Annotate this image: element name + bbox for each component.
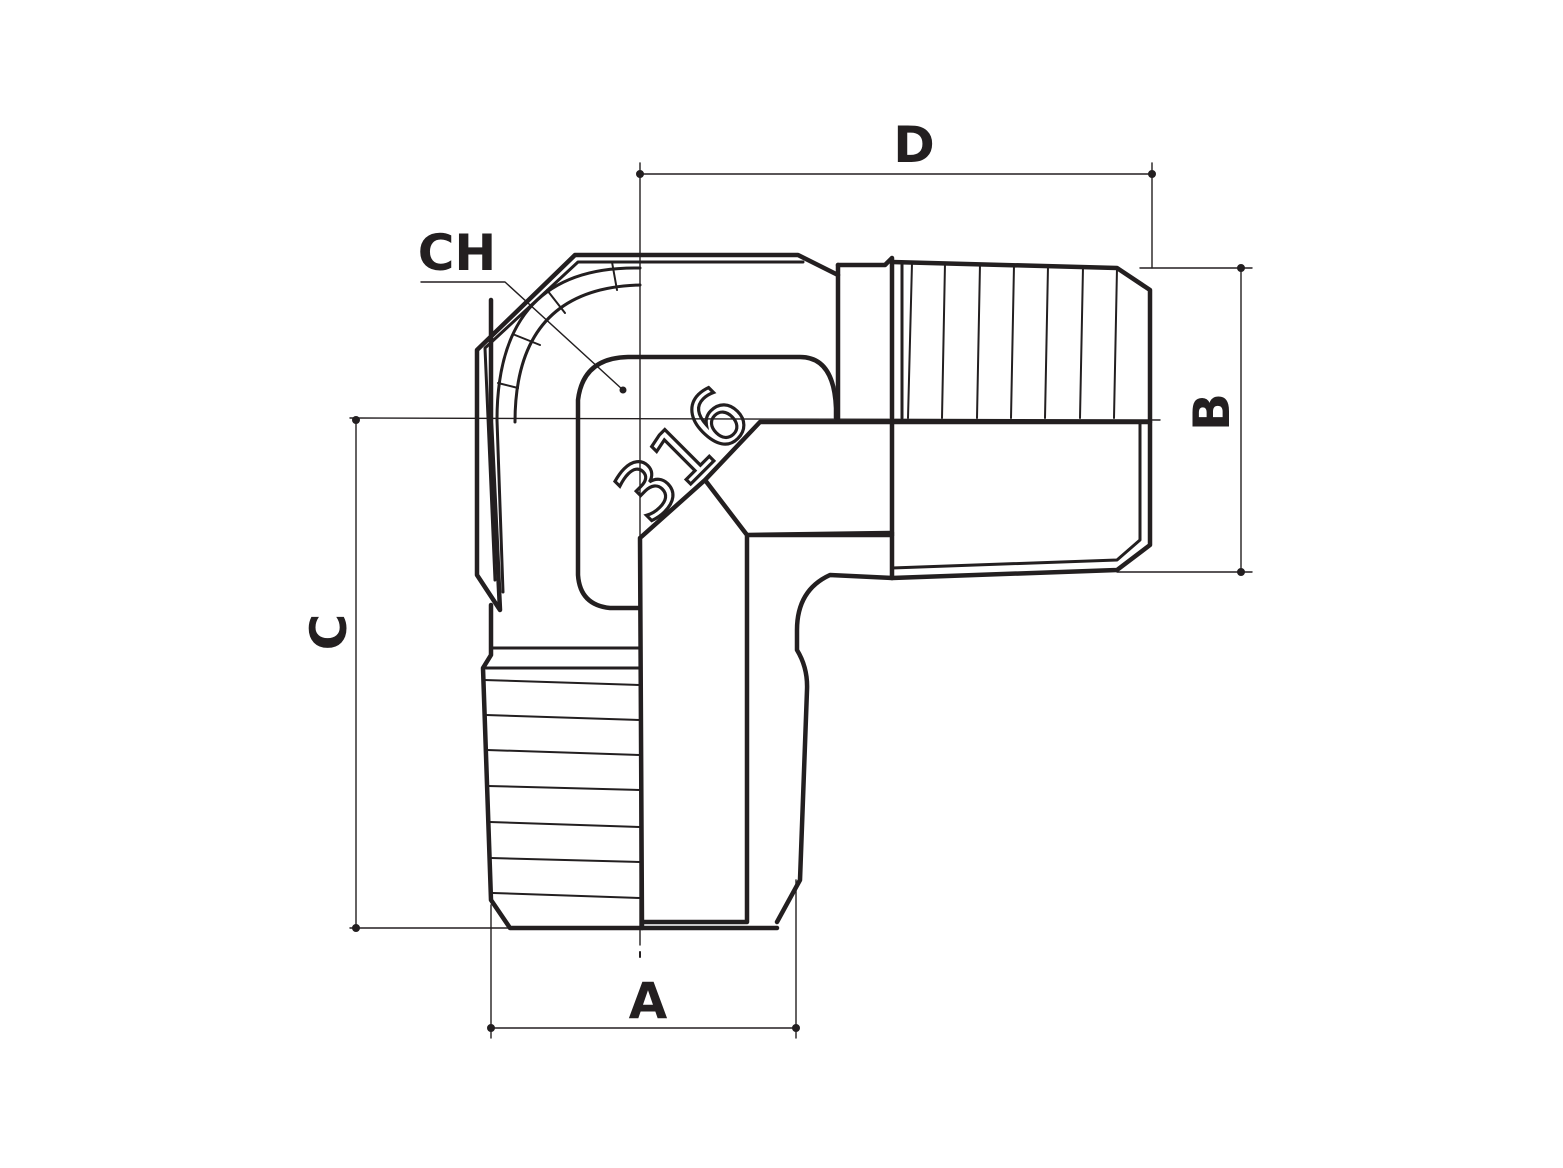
dim-d-line xyxy=(639,162,1153,269)
dim-b-label: B xyxy=(1183,393,1241,431)
mitre-wall xyxy=(637,419,1153,931)
dim-d-label: D xyxy=(893,116,935,174)
dim-c-end-top xyxy=(352,416,360,424)
dim-a-end-left xyxy=(487,1024,495,1032)
dimension-labels: D CH A C B xyxy=(300,116,1241,1030)
dim-b-end-bottom xyxy=(1237,568,1245,576)
dim-d-end-left xyxy=(636,170,644,178)
material-mark: 316 xyxy=(599,371,768,540)
fitting-body xyxy=(474,252,1153,931)
dim-b-line xyxy=(1116,267,1253,573)
bottom-thread-lines xyxy=(483,679,641,899)
horizontal-axis xyxy=(349,417,1161,421)
hex-chamfer-outline xyxy=(474,252,841,613)
body-top-edge xyxy=(835,255,895,421)
hex-tick-marks xyxy=(497,261,618,389)
dim-c-end-bottom xyxy=(352,924,360,932)
dim-ch-label: CH xyxy=(418,224,497,282)
dim-c-label: C xyxy=(300,614,358,651)
dimension-lines xyxy=(349,162,1253,1039)
dim-c-line xyxy=(349,419,513,929)
hex-arc-outer xyxy=(495,266,642,594)
material-mark-group: 316 xyxy=(597,369,769,541)
elbow-inner-corner xyxy=(774,419,895,925)
dim-a-label: A xyxy=(629,972,668,1030)
dim-ch-leader-dot xyxy=(619,386,627,394)
dim-ch-leader xyxy=(420,281,624,391)
dim-a-end-right xyxy=(792,1024,800,1032)
right-thread-lower-chamfer xyxy=(890,421,1142,570)
dim-d-end-right xyxy=(1148,170,1156,178)
axis-lines xyxy=(349,162,1161,958)
right-thread-lines xyxy=(907,262,1118,419)
bottom-thread-outline xyxy=(480,602,645,931)
dim-b-end-top xyxy=(1237,264,1245,272)
right-thread-outline xyxy=(889,259,1153,581)
hex-arc-inner xyxy=(513,283,642,424)
dim-a-line xyxy=(490,879,797,1039)
